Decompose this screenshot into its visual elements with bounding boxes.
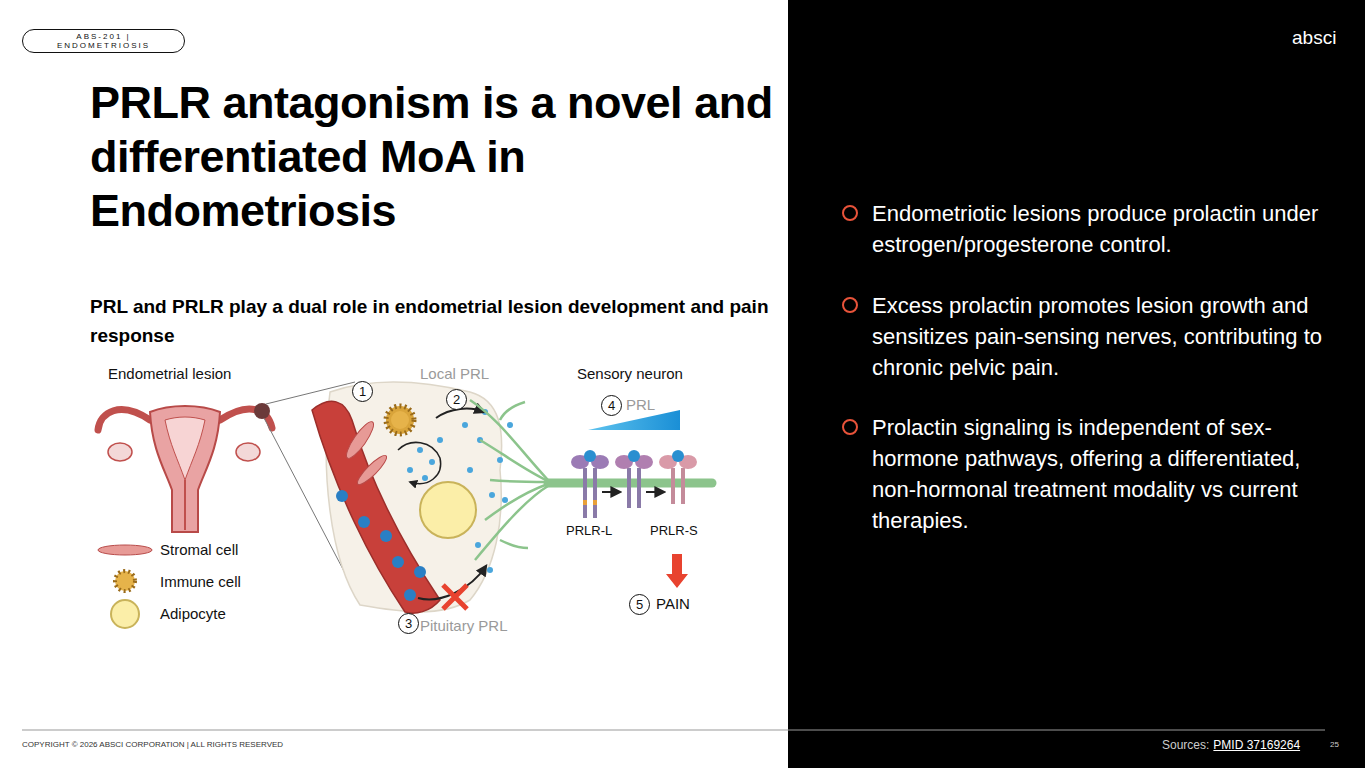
bullet-text: Endometriotic lesions produce prolactin …	[872, 198, 1342, 260]
callout-circle: 2	[446, 389, 467, 410]
signal-label: PRL	[626, 396, 655, 414]
legend-text: Stromal cell	[160, 541, 238, 558]
lesion-tissue	[312, 382, 513, 613]
tag-pill: ABS-201 | ENDOMETRIOSIS	[22, 29, 185, 53]
outcome-label: PAIN	[656, 595, 690, 613]
callout-number: 4	[608, 399, 615, 412]
tag-text: ABS-201 | ENDOMETRIOSIS	[49, 32, 159, 50]
prlr-receptors	[571, 450, 697, 588]
page-number: 25	[1330, 740, 1339, 750]
footer-rule	[22, 730, 1325, 731]
bullet-circles	[843, 206, 857, 434]
part-label: Local PRL	[420, 365, 489, 383]
dark-panel	[788, 0, 1365, 768]
callout-number: 1	[359, 385, 366, 398]
bullet-text: Prolactin signaling is independent of se…	[872, 412, 1342, 536]
callout-number: 5	[636, 598, 643, 611]
source-link: PMID 37169264	[1213, 738, 1300, 752]
part-label: Sensory neuron	[577, 365, 683, 383]
callout-number: 3	[405, 617, 412, 630]
callout-circle: 1	[352, 381, 373, 402]
legend-text: Immune cell	[160, 573, 241, 590]
part-label: Endometrial lesion	[108, 365, 231, 383]
subtitle: PRL and PRLR play a dual role in endomet…	[90, 292, 770, 350]
sources-label: Sources:	[1162, 738, 1209, 752]
part-label: Pituitary PRL	[420, 617, 508, 635]
legend-text: Adipocyte	[160, 605, 226, 622]
legend-icons	[98, 545, 152, 628]
callout-circle: 3	[398, 613, 419, 634]
logo: absci	[1292, 26, 1336, 49]
receptor-label: PRLR-L	[566, 523, 612, 539]
receptor-label: PRLR-S	[650, 523, 698, 539]
sensory-neuron	[470, 400, 712, 560]
callout-circle: 5	[629, 594, 650, 615]
copyright: COPYRIGHT © 2026 ABSCI CORPORATION | ALL…	[22, 740, 283, 750]
bullet-text: Excess prolactin promotes lesion growth …	[872, 290, 1342, 383]
callout-number: 2	[453, 393, 460, 406]
callout-circle: 4	[601, 395, 622, 416]
slide-title: PRLR antagonism is a novel and different…	[90, 76, 790, 238]
